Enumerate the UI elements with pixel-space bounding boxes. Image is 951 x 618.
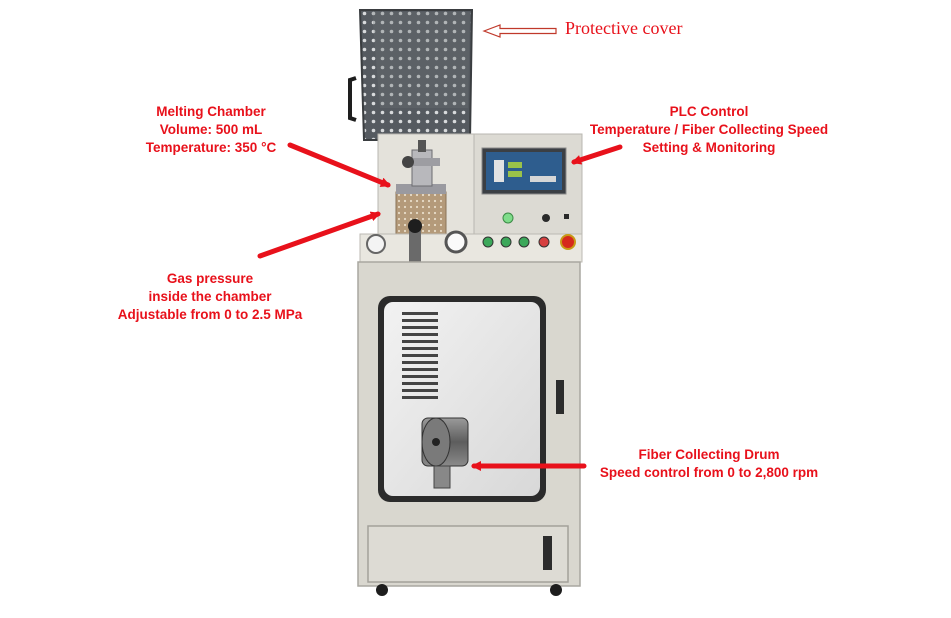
caster-wheel [376,584,388,596]
pressure-gauge-small [366,234,386,254]
melting-chamber-label: Melting Chamber Volume: 500 mL Temperatu… [136,103,286,157]
fiber-drum-title: Fiber Collecting Drum [638,447,780,462]
control-button [518,236,530,248]
plc-control-function: Setting & Monitoring [642,140,776,155]
gas-pressure-label: Gas pressure inside the chamber Adjustab… [100,270,320,324]
gas-pressure-title: Gas pressure [166,271,254,286]
control-button [538,236,550,248]
lower-handle [543,536,552,570]
control-button [500,236,512,248]
melting-chamber-volume: Volume: 500 mL [159,122,263,137]
fiber-drum-speed: Speed control from 0 to 2,800 rpm [599,465,819,480]
plc-control-title: PLC Control [669,104,749,119]
power-indicator-light [502,212,514,224]
fiber-collecting-drum [421,417,469,489]
annotation-arrows [257,142,623,471]
melting-chamber-arrow [287,142,391,188]
protective-cover [348,9,474,141]
melting-chamber-temperature: Temperature: 350 °C [145,140,277,155]
plc-control-arrow [571,144,623,165]
main-cabinet [357,261,581,596]
caster-wheel [550,584,562,596]
gas-pressure-range: Adjustable from 0 to 2.5 MPa [117,307,303,322]
gas-pressure-arrow [257,211,381,259]
plc-control-label: PLC Control Temperature / Fiber Collecti… [574,103,844,157]
melting-chamber-title: Melting Chamber [156,104,266,119]
door-handle [556,380,564,414]
gas-pressure-location: inside the chamber [148,289,272,304]
lower-compartment [367,525,569,583]
fiber-drum-label: Fiber Collecting Drum Speed control from… [584,446,834,482]
protective-cover-label: Protective cover [565,18,683,38]
vent-grille [402,312,438,399]
emergency-stop-button [560,234,576,250]
protective-cover-arrow [482,24,557,38]
plc-control-parameters: Temperature / Fiber Collecting Speed [589,122,829,137]
button-console [359,219,583,263]
control-button [482,236,494,248]
pressure-gauge [444,230,468,254]
